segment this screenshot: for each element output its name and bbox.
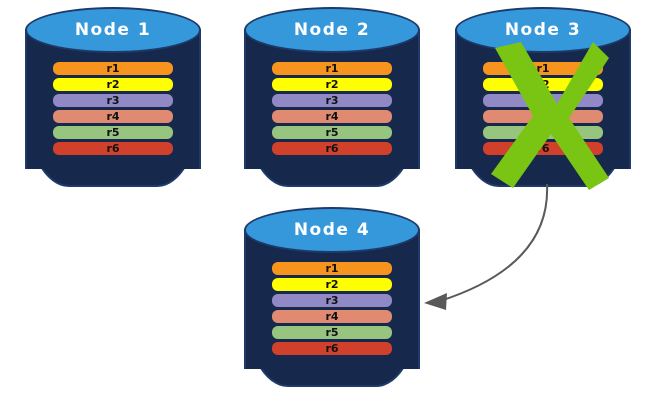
row-bar-r2[interactable]: r2	[272, 278, 392, 291]
row-bar-r4[interactable]: r4	[272, 110, 392, 123]
row-bar-r5[interactable]: r5	[272, 326, 392, 339]
row-list-4: r1 r2 r3 r4 r5 r6	[272, 262, 392, 355]
row-bar-r3[interactable]: r3	[483, 94, 603, 107]
arrow-path	[439, 183, 549, 302]
cylinder-top-2	[244, 7, 420, 53]
row-bar-r3[interactable]: r3	[272, 294, 392, 307]
row-bar-r4[interactable]: r4	[53, 110, 173, 123]
row-bar-r2[interactable]: r2	[483, 78, 603, 91]
cylinder-top-1	[25, 7, 201, 53]
row-bar-r1[interactable]: r1	[53, 62, 173, 75]
row-bar-r2[interactable]: r2	[53, 78, 173, 91]
node-cylinder-4[interactable]: Node 4 r1 r2 r3 r4 r5 r6	[244, 207, 420, 387]
arrow-head	[424, 293, 447, 310]
row-bar-r6[interactable]: r6	[272, 142, 392, 155]
node-label-3: Node 3	[504, 20, 582, 40]
row-bar-r1[interactable]: r1	[272, 62, 392, 75]
row-bar-r4[interactable]: r4	[272, 310, 392, 323]
row-list-3: r1 r2 r3 r4 r5 r6	[483, 62, 603, 155]
row-bar-r6[interactable]: r6	[483, 142, 603, 155]
row-bar-r6[interactable]: r6	[272, 342, 392, 355]
row-bar-r1[interactable]: r1	[483, 62, 603, 75]
row-bar-r3[interactable]: r3	[53, 94, 173, 107]
row-bar-r3[interactable]: r3	[272, 94, 392, 107]
node-label-2: Node 2	[293, 20, 371, 40]
cylinder-top-4	[244, 207, 420, 253]
row-bar-r5[interactable]: r5	[483, 126, 603, 139]
row-bar-r2[interactable]: r2	[272, 78, 392, 91]
row-list-2: r1 r2 r3 r4 r5 r6	[272, 62, 392, 155]
node-cylinder-3[interactable]: Node 3 r1 r2 r3 r4 r5 r6	[455, 7, 631, 187]
row-bar-r6[interactable]: r6	[53, 142, 173, 155]
row-bar-r5[interactable]: r5	[272, 126, 392, 139]
row-bar-r1[interactable]: r1	[272, 262, 392, 275]
node-cylinder-2[interactable]: Node 2 r1 r2 r3 r4 r5 r6	[244, 7, 420, 187]
node-label-1: Node 1	[74, 20, 152, 40]
node-label-4: Node 4	[293, 220, 371, 240]
node-cylinder-1[interactable]: Node 1 r1 r2 r3 r4 r5 r6	[25, 7, 201, 187]
row-bar-r5[interactable]: r5	[53, 126, 173, 139]
row-bar-r4[interactable]: r4	[483, 110, 603, 123]
row-list-1: r1 r2 r3 r4 r5 r6	[53, 62, 173, 155]
